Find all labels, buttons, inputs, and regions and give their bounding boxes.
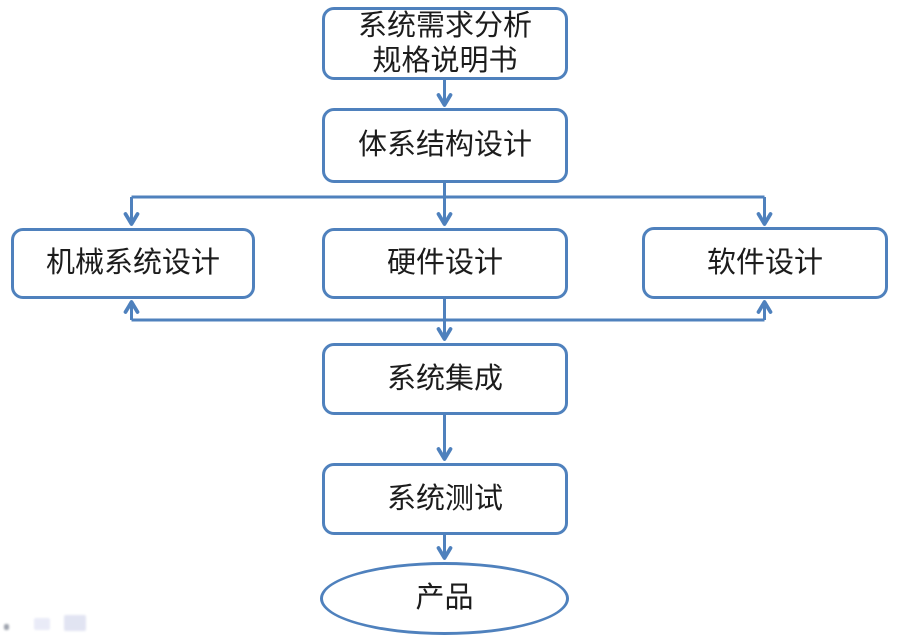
bottom-left-artifact: [64, 615, 86, 631]
node-system-integration: 系统集成: [322, 343, 568, 415]
node-product: 产品: [320, 562, 569, 635]
node-label: 软件设计: [706, 246, 823, 279]
node-hardware-design: 硬件设计: [322, 228, 568, 299]
node-software-design: 软件设计: [642, 227, 888, 299]
node-label: 硬件设计: [386, 247, 503, 280]
node-architecture-design: 体系结构设计: [322, 108, 568, 183]
node-mechanical-design: 机械系统设计: [11, 228, 255, 299]
connector-group: [123, 79, 773, 560]
node-label: 系统集成: [386, 362, 503, 395]
bottom-left-artifact: [34, 618, 50, 630]
node-label-line: 规格说明书: [372, 44, 518, 77]
bottom-left-artifact: [4, 624, 9, 630]
node-label-line: 系统需求分析: [357, 10, 532, 43]
node-requirements-spec: 系统需求分析 规格说明书: [322, 7, 568, 80]
node-label: 体系结构设计: [357, 129, 532, 162]
node-label: 产品: [415, 582, 474, 615]
node-label: 机械系统设计: [45, 247, 220, 280]
node-label: 系统测试: [386, 482, 503, 515]
node-system-testing: 系统测试: [322, 463, 568, 535]
